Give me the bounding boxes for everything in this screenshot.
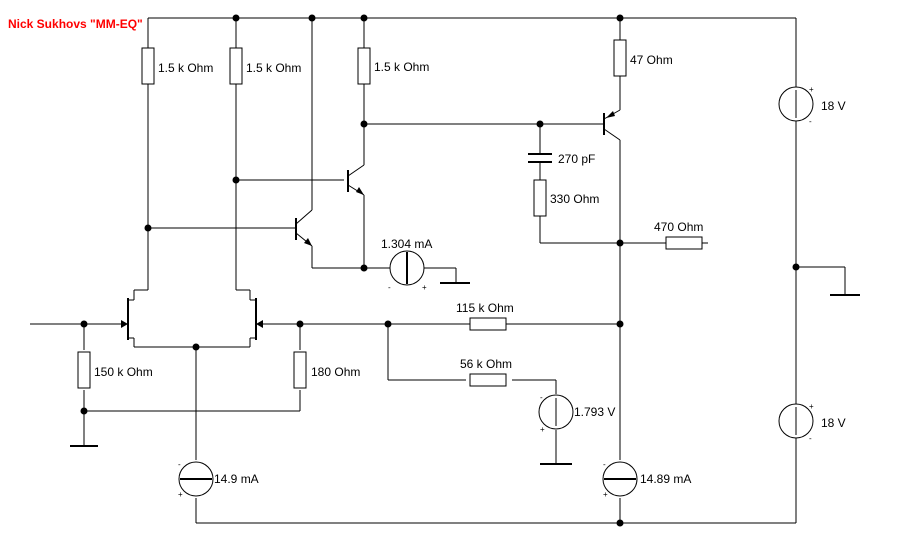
- resistor-r6-label: 470 Ohm: [654, 220, 703, 234]
- junction-dots: [80, 14, 800, 527]
- wires: [30, 17, 846, 524]
- current-source-i1: - + 1.304 mA: [381, 237, 432, 292]
- resistor-r8: 56 k Ohm: [460, 357, 512, 387]
- current-source-i1-label: 1.304 mA: [381, 237, 432, 251]
- current-source-i3-label: 14.89 mA: [640, 472, 691, 486]
- voltage-source-v3: + - 18 V: [778, 402, 846, 443]
- svg-text:-: -: [540, 393, 543, 402]
- resistor-r7: 115 k Ohm: [456, 301, 514, 331]
- svg-text:-: -: [809, 434, 812, 443]
- capacitor-c1: 270 pF: [528, 152, 595, 166]
- svg-text:+: +: [809, 85, 814, 94]
- svg-text:-: -: [178, 460, 181, 469]
- jfet-j1: [121, 298, 134, 340]
- resistor-r2-label: 1.5 k Ohm: [246, 61, 301, 75]
- svg-text:+: +: [178, 490, 183, 499]
- resistor-r1: 1.5 k Ohm: [141, 47, 213, 85]
- resistor-r5: 330 Ohm: [533, 179, 599, 217]
- resistor-r8-label: 56 k Ohm: [460, 357, 512, 371]
- resistor-r3-label: 1.5 k Ohm: [374, 60, 429, 74]
- resistor-r10: 180 Ohm: [293, 351, 360, 389]
- voltage-source-v3-label: 18 V: [821, 416, 846, 430]
- svg-text:+: +: [540, 425, 545, 434]
- voltage-source-v1-label: 1.793 V: [574, 405, 615, 419]
- ground-symbols: [70, 282, 860, 465]
- resistor-r5-label: 330 Ohm: [550, 192, 599, 206]
- current-source-i2-label: 14.9 mA: [214, 472, 259, 486]
- transistor-q2: [295, 209, 313, 247]
- voltage-source-v2: + - 18 V: [778, 85, 846, 126]
- transistor-q5: [603, 109, 621, 141]
- schematic-title: Nick Sukhovs "MM-EQ": [8, 17, 143, 31]
- resistor-r9: 150 k Ohm: [77, 351, 153, 389]
- resistor-r3: 1.5 k Ohm: [357, 47, 429, 85]
- current-source-i2: - + 14.9 mA: [178, 460, 259, 499]
- voltage-source-v2-label: 18 V: [821, 99, 846, 113]
- current-source-i3: - + 14.89 mA: [602, 460, 691, 499]
- resistor-r1-label: 1.5 k Ohm: [158, 61, 213, 75]
- svg-text:+: +: [809, 402, 814, 411]
- resistor-r6: 470 Ohm: [654, 220, 703, 250]
- svg-text:-: -: [809, 117, 812, 126]
- jfet-j2: [250, 298, 263, 340]
- voltage-source-v1: - + 1.793 V: [538, 393, 615, 434]
- svg-text:+: +: [422, 283, 427, 292]
- capacitor-c1-label: 270 pF: [558, 152, 595, 166]
- resistor-r2: 1.5 k Ohm: [229, 47, 301, 85]
- resistor-r10-label: 180 Ohm: [311, 365, 360, 379]
- transistor-q3: [347, 164, 365, 196]
- resistor-r4: 47 Ohm: [613, 39, 673, 77]
- svg-text:-: -: [603, 460, 606, 469]
- resistor-r7-label: 115 k Ohm: [456, 301, 514, 315]
- svg-text:+: +: [603, 490, 608, 499]
- resistor-r4-label: 47 Ohm: [630, 53, 673, 67]
- resistor-r9-label: 150 k Ohm: [94, 365, 153, 379]
- svg-text:-: -: [388, 283, 391, 292]
